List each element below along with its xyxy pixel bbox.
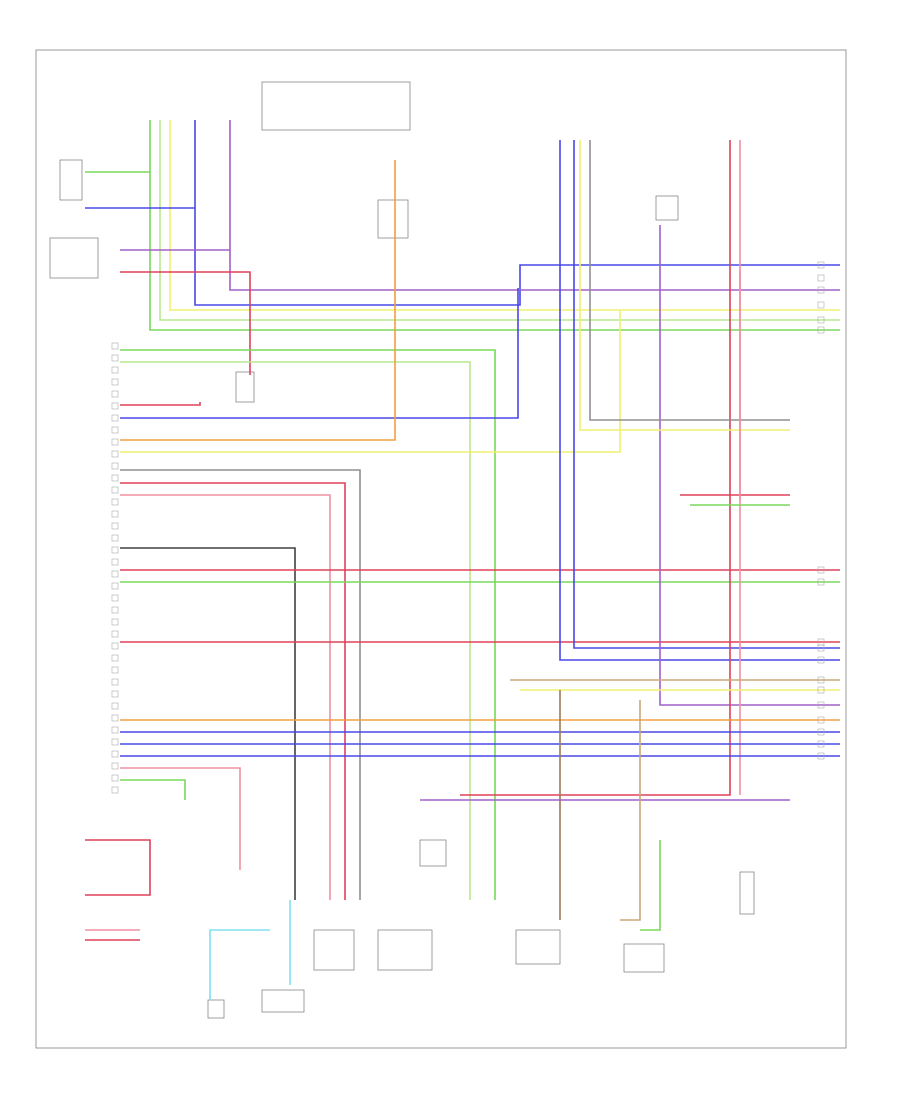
- wire-tan-48: [620, 700, 641, 921]
- ecm-pin: [111, 630, 119, 638]
- ecm-pin: [111, 726, 119, 734]
- component-bottom-right: [623, 943, 665, 973]
- right-connector-pin: [817, 676, 825, 684]
- wire-red-17: [120, 482, 346, 900]
- component-relay-mid: [235, 371, 255, 403]
- ecm-pin: [111, 426, 119, 434]
- component-relay-top: [377, 199, 409, 239]
- ecm-pin: [111, 714, 119, 722]
- right-connector-pin: [817, 326, 825, 334]
- right-connector-pin: [817, 752, 825, 760]
- wire-yellow-15: [120, 310, 621, 453]
- ecm-pin: [111, 402, 119, 410]
- component-bottom-center-2: [377, 929, 433, 971]
- ecm-pin: [111, 678, 119, 686]
- wire-yellow-3: [169, 120, 840, 311]
- right-connector-pin: [817, 566, 825, 574]
- wire-red-26: [460, 140, 731, 796]
- right-connector-pin: [817, 261, 825, 269]
- component-bottom-right-tall: [739, 871, 755, 915]
- diagram-frame: [35, 49, 847, 1049]
- component-right-sensor: [655, 195, 679, 221]
- wire-red-6: [120, 271, 251, 375]
- ecm-pin: [111, 450, 119, 458]
- ecm-pin: [111, 642, 119, 650]
- right-connector-pin: [817, 656, 825, 664]
- wire-blue-24: [573, 140, 840, 649]
- ecm-pin: [111, 750, 119, 758]
- right-connector-pin: [817, 644, 825, 652]
- component-bottom-relay: [419, 839, 447, 867]
- wire-green-34: [120, 779, 186, 800]
- right-connector-pin: [817, 578, 825, 586]
- wire-gray-46: [589, 140, 790, 421]
- ecm-pin: [111, 522, 119, 530]
- connector-pin-group: [111, 261, 825, 794]
- ecm-pin: [111, 594, 119, 602]
- ecm-pin: [111, 702, 119, 710]
- wire-yellow-28: [579, 140, 790, 431]
- right-connector-pin: [817, 286, 825, 294]
- wire-pink-18: [120, 494, 331, 900]
- right-connector-pin: [817, 274, 825, 282]
- wire-green-49: [640, 840, 661, 931]
- ecm-pin: [111, 474, 119, 482]
- ecm-pin: [111, 390, 119, 398]
- wire-red-12: [120, 402, 201, 406]
- wire-green-10: [120, 349, 496, 900]
- ecm-pin: [111, 510, 119, 518]
- ecm-pin: [111, 570, 119, 578]
- ecm-pin: [111, 498, 119, 506]
- ecm-pin: [111, 378, 119, 386]
- ecm-pin: [111, 342, 119, 350]
- ecm-pin: [111, 354, 119, 362]
- right-connector-pin: [817, 301, 825, 309]
- ecm-pin: [111, 690, 119, 698]
- ecm-pin: [111, 534, 119, 542]
- component-ecm-bottom-left: [261, 989, 305, 1013]
- ecm-pin: [111, 582, 119, 590]
- ecm-pin: [111, 546, 119, 554]
- ecm-pin: [111, 366, 119, 374]
- wire-blue-23: [559, 140, 840, 661]
- component-bottom-sensor-1: [207, 999, 225, 1019]
- ecm-pin: [111, 786, 119, 794]
- component-bottom-right-center: [515, 929, 561, 965]
- ecm-pin: [111, 654, 119, 662]
- right-connector-pin: [817, 716, 825, 724]
- ecm-pin: [111, 762, 119, 770]
- right-connector-pin: [817, 740, 825, 748]
- right-connector-pin: [817, 728, 825, 736]
- ecm-pin: [111, 618, 119, 626]
- wire-purple-5: [229, 120, 840, 291]
- right-connector-pin: [817, 701, 825, 709]
- ecm-pin: [111, 462, 119, 470]
- ecm-pin: [111, 774, 119, 782]
- wire-green-1: [149, 120, 840, 331]
- wire-orange-14: [120, 160, 396, 441]
- wire-blue-13: [120, 288, 519, 419]
- right-connector-pin: [817, 316, 825, 324]
- ecm-pin: [111, 414, 119, 422]
- ecm-pin: [111, 606, 119, 614]
- wire-group: [85, 120, 840, 1000]
- ecm-pin: [111, 738, 119, 746]
- component-top-left: [59, 159, 83, 201]
- component-top-center: [261, 81, 411, 131]
- wire-dark_gray-19: [120, 547, 296, 900]
- wire-cyan-39: [209, 929, 270, 1000]
- component-bottom-center-1: [313, 929, 355, 971]
- wire-blue-4: [194, 120, 840, 306]
- wire-pink-33: [120, 767, 241, 870]
- ecm-pin: [111, 438, 119, 446]
- wire-red-35: [85, 839, 151, 896]
- wire-light_green-2: [159, 120, 840, 321]
- ecm-pin: [111, 666, 119, 674]
- ecm-pin: [111, 558, 119, 566]
- component-left-upper: [49, 237, 99, 279]
- wire-purple-25: [659, 225, 840, 706]
- right-connector-pin: [817, 686, 825, 694]
- ecm-pin: [111, 486, 119, 494]
